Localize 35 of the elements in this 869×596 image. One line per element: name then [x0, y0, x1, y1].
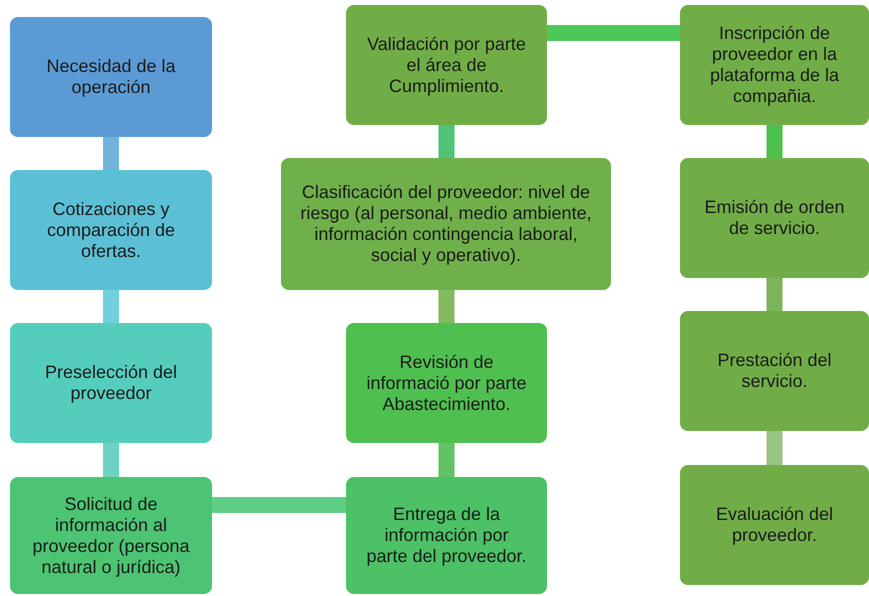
connector-bar	[438, 125, 454, 158]
connector-bar	[766, 278, 782, 311]
connector-bar	[103, 137, 119, 170]
box-text: Cotizaciones y comparación de ofertas.	[46, 198, 176, 262]
connector-bar	[766, 125, 782, 158]
process-box	[346, 477, 547, 594]
process-box	[680, 158, 869, 278]
connector-bar	[212, 497, 346, 513]
connector-bar	[438, 290, 454, 323]
connector-bar	[547, 25, 680, 41]
box-text: Inscripción de proveedor en la plataforma de la compañia.	[708, 23, 840, 107]
connector-bar	[766, 431, 782, 465]
process-box	[10, 17, 212, 137]
process-box	[346, 5, 547, 125]
box-text: Revisión de informació por parte Abastecimiento.	[365, 352, 528, 414]
process-box	[10, 170, 212, 290]
connector-bar	[438, 443, 454, 477]
connector-bar	[103, 290, 119, 323]
process-box	[281, 158, 611, 290]
box-text: Prestación del servicio.	[716, 350, 833, 392]
box-text: Evaluación del proveedor.	[714, 504, 834, 546]
connector-bar	[103, 443, 119, 477]
box-text: Preselección del proveedor	[44, 362, 178, 404]
box-text: Necesidad de la operación	[45, 56, 177, 98]
process-box	[10, 477, 212, 594]
box-text: Clasificación del proveedor: nivel de riesgo (al personal, medio ambiente, información contingencia laboral, social y operativo).	[299, 182, 593, 266]
process-box	[680, 5, 869, 125]
process-box	[10, 323, 212, 443]
box-text: Entrega de la información por parte del proveedor.	[365, 504, 528, 567]
box-text: Emisión de orden de servicio.	[703, 197, 846, 239]
process-box	[680, 465, 869, 585]
process-box	[346, 323, 547, 443]
box-text: Solicitud de información al proveedor (persona natural o jurídica)	[31, 494, 191, 578]
process-box	[680, 311, 869, 431]
box-text: Validación por parte el área de Cumplimiento.	[366, 34, 527, 96]
